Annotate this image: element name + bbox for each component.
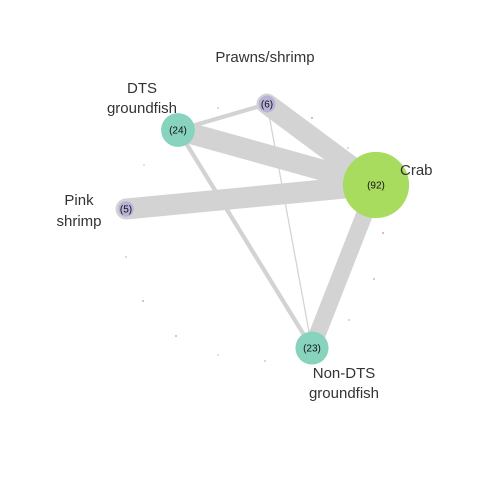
decorative-dot	[382, 232, 384, 234]
decorative-dot	[125, 256, 127, 258]
decorative-dots	[125, 107, 384, 362]
decorative-dot	[143, 164, 145, 166]
node-label-prawns: Prawns/shrimp	[215, 49, 314, 66]
decorative-dot	[347, 147, 349, 149]
node-label-nondts: groundfish	[309, 385, 379, 402]
node-label-crab: Crab	[400, 162, 433, 179]
decorative-dot	[311, 117, 313, 119]
node-layer: (92) (6) (24) (5) (23)	[118, 95, 410, 365]
node-nondts[interactable]	[295, 331, 329, 365]
decorative-dot	[217, 107, 219, 109]
node-count-crab: (92)	[367, 181, 385, 192]
decorative-dot	[175, 335, 177, 337]
decorative-dot	[264, 360, 266, 362]
edge-dts-nondts	[175, 127, 315, 351]
node-dts[interactable]	[161, 113, 195, 147]
decorative-dot	[348, 319, 350, 321]
edge-layer	[115, 93, 387, 357]
edge-prawns-nondts	[266, 103, 313, 349]
node-prawns[interactable]	[258, 95, 276, 113]
node-label-pink: shrimp	[56, 213, 101, 230]
node-crab[interactable]	[342, 151, 410, 219]
node-label-pink: Pink	[64, 192, 94, 209]
node-count-nondts: (23)	[303, 344, 321, 355]
node-count-dts: (24)	[169, 126, 187, 137]
decorative-dot	[217, 354, 219, 356]
node-count-prawns: (6)	[261, 100, 273, 111]
node-label-dts: DTS	[127, 80, 157, 97]
node-pink[interactable]	[118, 201, 134, 217]
decorative-dot	[142, 300, 144, 302]
label-layer: CrabPrawns/shrimpDTSgroundfishPinkshrimp…	[56, 49, 432, 402]
node-label-dts: groundfish	[107, 100, 177, 117]
node-label-nondts: Non-DTS	[313, 365, 376, 382]
node-count-pink: (5)	[120, 205, 132, 216]
edge-pink-crab	[115, 174, 387, 220]
decorative-dot	[373, 278, 375, 280]
